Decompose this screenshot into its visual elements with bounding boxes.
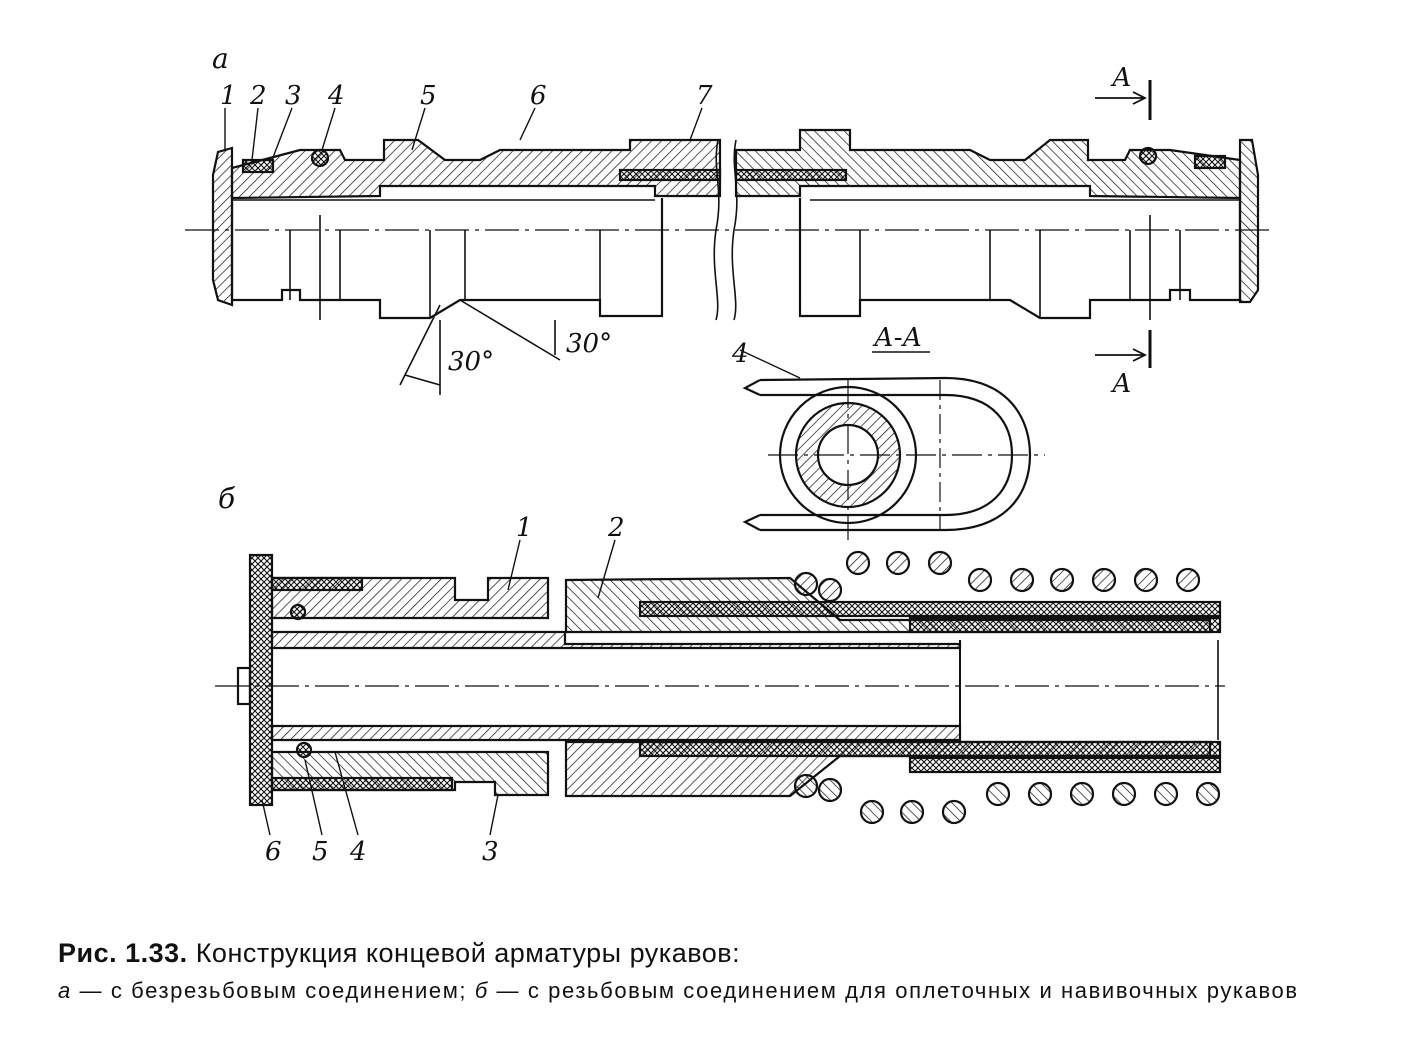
plug-plate	[248, 553, 274, 807]
caption-title-line: Рис. 1.33. Конструкция концевой арматуры…	[58, 938, 1378, 969]
caption-a-letter: а	[58, 978, 72, 1003]
part-label-4: 4	[327, 81, 345, 111]
right-seal-ring	[1193, 154, 1227, 170]
angle-label-right: 30°	[566, 329, 612, 359]
left-seal-ring	[241, 158, 275, 174]
section-mark-top: А	[1110, 63, 1132, 93]
section-clip	[759, 376, 1032, 532]
figure-caption: Рис. 1.33. Конструкция концевой арматуры…	[58, 938, 1378, 1005]
technical-drawing: а 1 2 3 4 5 6 7 А А А-А 4 30° 30°	[185, 42, 1275, 867]
upper-hose-braid	[638, 600, 1222, 618]
left-hose-braid	[618, 168, 722, 182]
upper-sleeve-braid	[270, 576, 364, 592]
part-label-2: 2	[249, 81, 267, 111]
upper-seal-ring	[289, 603, 307, 621]
lower-seal-ring	[295, 741, 313, 759]
part-label-b-3: 3	[482, 837, 499, 867]
left-fitting-lower	[230, 198, 664, 320]
view-a-letter: а	[212, 42, 229, 75]
right-hose-braid	[734, 168, 848, 182]
spiral-wire-bottom	[793, 773, 1221, 825]
lower-nipple	[270, 724, 962, 742]
angle-dimension-right	[459, 299, 561, 361]
part-label-b-5: 5	[312, 837, 329, 867]
part-label-3: 3	[285, 81, 302, 111]
upper-nipple	[270, 630, 962, 650]
part-label-5: 5	[420, 81, 437, 111]
plug-stud	[236, 666, 252, 706]
caption-title: Конструкция концевой арматуры рукавов:	[195, 938, 741, 968]
lower-sleeve-braid	[270, 776, 454, 792]
section-title: А-А	[872, 323, 922, 353]
lower-hose-braid-2	[908, 756, 1222, 774]
left-retaining-wire	[310, 148, 330, 168]
break-line-right	[731, 139, 738, 321]
right-fitting-lower	[798, 198, 1242, 320]
view-b-drawing	[215, 539, 1225, 836]
right-retaining-wire	[1138, 146, 1158, 166]
section-part-label: 4	[731, 339, 749, 369]
angle-dimension-left	[399, 304, 441, 395]
part-label-b-4: 4	[349, 837, 367, 867]
part-label-1: 1	[220, 81, 237, 111]
angle-label-left: 30°	[448, 347, 494, 377]
part-label-b-2: 2	[607, 513, 625, 543]
lower-hose-braid	[638, 740, 1222, 758]
left-end-cap	[211, 146, 234, 307]
right-end-cap	[1238, 138, 1260, 304]
part-label-b-1: 1	[516, 513, 533, 543]
caption-b-text: — с резьбовым соединением для оплеточных…	[488, 978, 1299, 1003]
spiral-wire-top	[793, 550, 1201, 603]
view-a-drawing	[185, 80, 1275, 395]
right-fitting-body	[734, 128, 1242, 200]
caption-a-text: — с безрезьбовым соединением;	[71, 978, 475, 1003]
part-label-7: 7	[696, 81, 713, 111]
part-label-b-6: 6	[265, 837, 282, 867]
left-fitting-body	[230, 138, 722, 200]
view-b-letter: б	[218, 482, 236, 515]
caption-number: Рис. 1.33.	[58, 938, 188, 968]
section-mark-bottom: А	[1110, 369, 1132, 399]
upper-hose-braid-2	[908, 616, 1222, 634]
part-label-6: 6	[530, 81, 547, 111]
caption-legend: а — с безрезьбовым соединением; б — с ре…	[58, 977, 1378, 1005]
break-line-left	[713, 139, 720, 321]
section-a-a-view	[739, 349, 1045, 540]
caption-b-letter: б	[474, 978, 489, 1003]
